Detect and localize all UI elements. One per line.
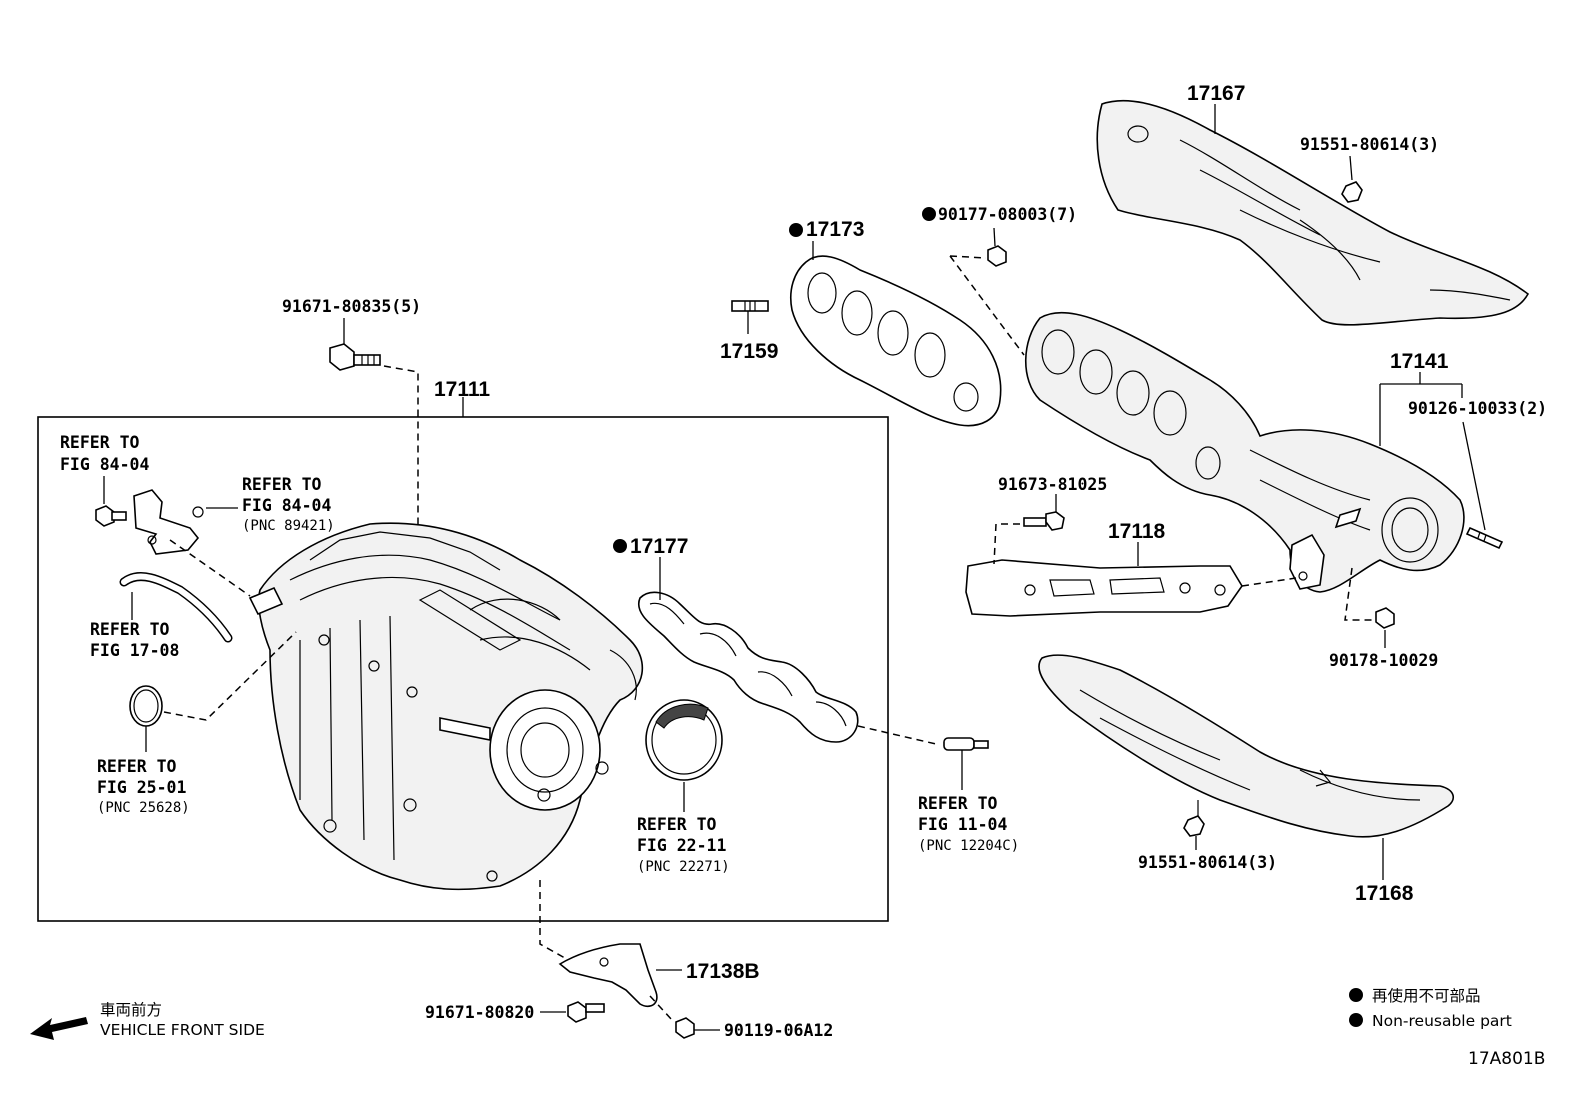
non-reusable-mark-17173	[789, 223, 803, 237]
oring-ref-25-01[interactable]	[129, 685, 163, 752]
bracket-17138b[interactable]	[558, 943, 682, 1008]
legend-en-label: Non-reusable part	[1372, 1012, 1512, 1030]
non-reusable-mark-90177	[922, 207, 936, 221]
label-91551-top: 91551-80614(3)	[1300, 135, 1439, 154]
bolt-91673[interactable]	[1023, 494, 1065, 531]
bolt-90119[interactable]	[675, 1017, 720, 1039]
gasket-17177[interactable]	[637, 591, 859, 743]
label-90119: 90119-06A12	[724, 1021, 833, 1040]
sensor-89421[interactable]	[133, 489, 238, 555]
diagram-code: 17A801B	[1468, 1049, 1545, 1069]
hose-ref-17-08[interactable]	[119, 572, 233, 643]
label-91551-bottom: 91551-80614(3)	[1138, 853, 1277, 872]
ref4-line1: REFER TO	[97, 757, 177, 776]
label-17118: 17118	[1108, 520, 1166, 543]
heat-insulator-17167[interactable]	[1096, 99, 1530, 326]
front-arrow-icon	[30, 1017, 88, 1040]
ref4-line2: FIG 25-01	[97, 778, 186, 797]
ref5-line2: FIG 22-11	[637, 836, 726, 855]
exhaust-manifold-17141[interactable]	[1024, 311, 1465, 593]
ref3-line2: FIG 17-08	[90, 641, 179, 660]
label-17167: 17167	[1187, 82, 1245, 105]
label-90178: 90178-10029	[1329, 651, 1438, 670]
label-17138b: 17138B	[686, 960, 760, 983]
stud-17159[interactable]	[731, 300, 769, 334]
legend-dot-icon	[1349, 988, 1363, 1002]
ref6-pnc: (PNC 12204C)	[918, 838, 1019, 854]
ref2-pnc: (PNC 89421)	[242, 518, 335, 534]
label-90126: 90126-10033(2)	[1408, 399, 1547, 418]
ref3-line1: REFER TO	[90, 620, 170, 639]
ref1-line2: FIG 84-04	[60, 455, 149, 474]
ref6-line2: FIG 11-04	[918, 815, 1007, 834]
bolt-ref-84-04[interactable]	[95, 476, 127, 527]
label-17111: 17111	[434, 378, 490, 401]
legend: 再使用不可部品 Non-reusable part	[1349, 987, 1512, 1030]
stud-90126[interactable]	[1462, 421, 1504, 550]
gasket-17173[interactable]	[790, 255, 1002, 427]
label-17177: 17177	[630, 535, 688, 558]
nut-90178[interactable]	[1375, 607, 1395, 648]
heat-insulator-17168[interactable]	[1038, 654, 1455, 838]
label-17159: 17159	[720, 340, 778, 363]
label-17173: 17173	[806, 218, 864, 241]
label-91671-80820: 91671-80820	[425, 1003, 534, 1022]
ref2-line2: FIG 84-04	[242, 496, 331, 515]
bolt-91551-bottom[interactable]	[1183, 800, 1205, 850]
label-17141: 17141	[1390, 350, 1449, 373]
plug-12204c[interactable]	[943, 737, 989, 790]
bracket-17118[interactable]	[965, 542, 1243, 617]
intake-manifold[interactable]	[248, 522, 644, 891]
front-jp-label: 車両前方	[100, 1001, 162, 1019]
bolt-91551-top[interactable]	[1341, 155, 1363, 203]
label-91673: 91673-81025	[998, 475, 1107, 494]
nut-90177[interactable]	[987, 227, 1007, 267]
ref5-pnc: (PNC 22271)	[637, 859, 730, 875]
ref6-line1: REFER TO	[918, 794, 998, 813]
ref4-pnc: (PNC 25628)	[97, 800, 190, 816]
bolt-91671-80835[interactable]	[329, 318, 381, 371]
front-en-label: VEHICLE FRONT SIDE	[100, 1021, 265, 1039]
vehicle-front-indicator: 車両前方 VEHICLE FRONT SIDE	[30, 1001, 265, 1040]
ref2-line1: REFER TO	[242, 475, 322, 494]
ref1-line1: REFER TO	[60, 433, 140, 452]
bolt-91671-80820[interactable]	[540, 1001, 605, 1023]
legend-dot-icon-2	[1349, 1013, 1363, 1027]
legend-jp-label: 再使用不可部品	[1372, 987, 1481, 1005]
non-reusable-mark-17177	[613, 539, 627, 553]
throttle-gasket[interactable]	[645, 699, 723, 812]
label-90177: 90177-08003(7)	[938, 205, 1077, 224]
label-17168: 17168	[1355, 882, 1414, 905]
label-91671-80835: 91671-80835(5)	[282, 297, 421, 316]
ref5-line1: REFER TO	[637, 815, 717, 834]
